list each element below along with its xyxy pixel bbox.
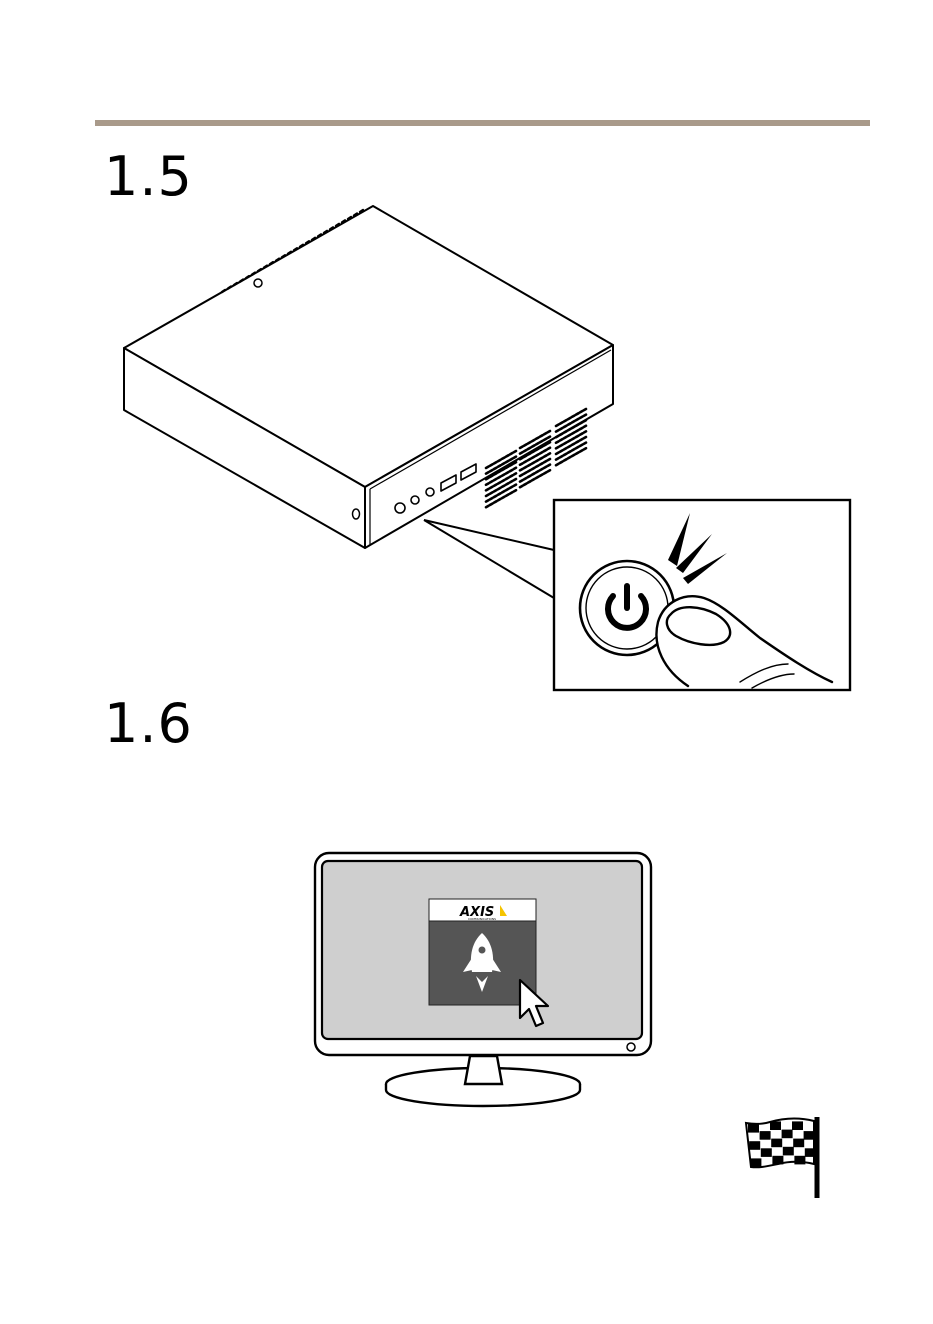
box-device-illustration [124, 206, 613, 548]
monitor-power-led [627, 1043, 635, 1051]
checkered-flag-icon [746, 1117, 817, 1198]
axis-logo-subtext: COMMUNICATIONS [468, 917, 496, 921]
callout-lines [424, 520, 554, 598]
